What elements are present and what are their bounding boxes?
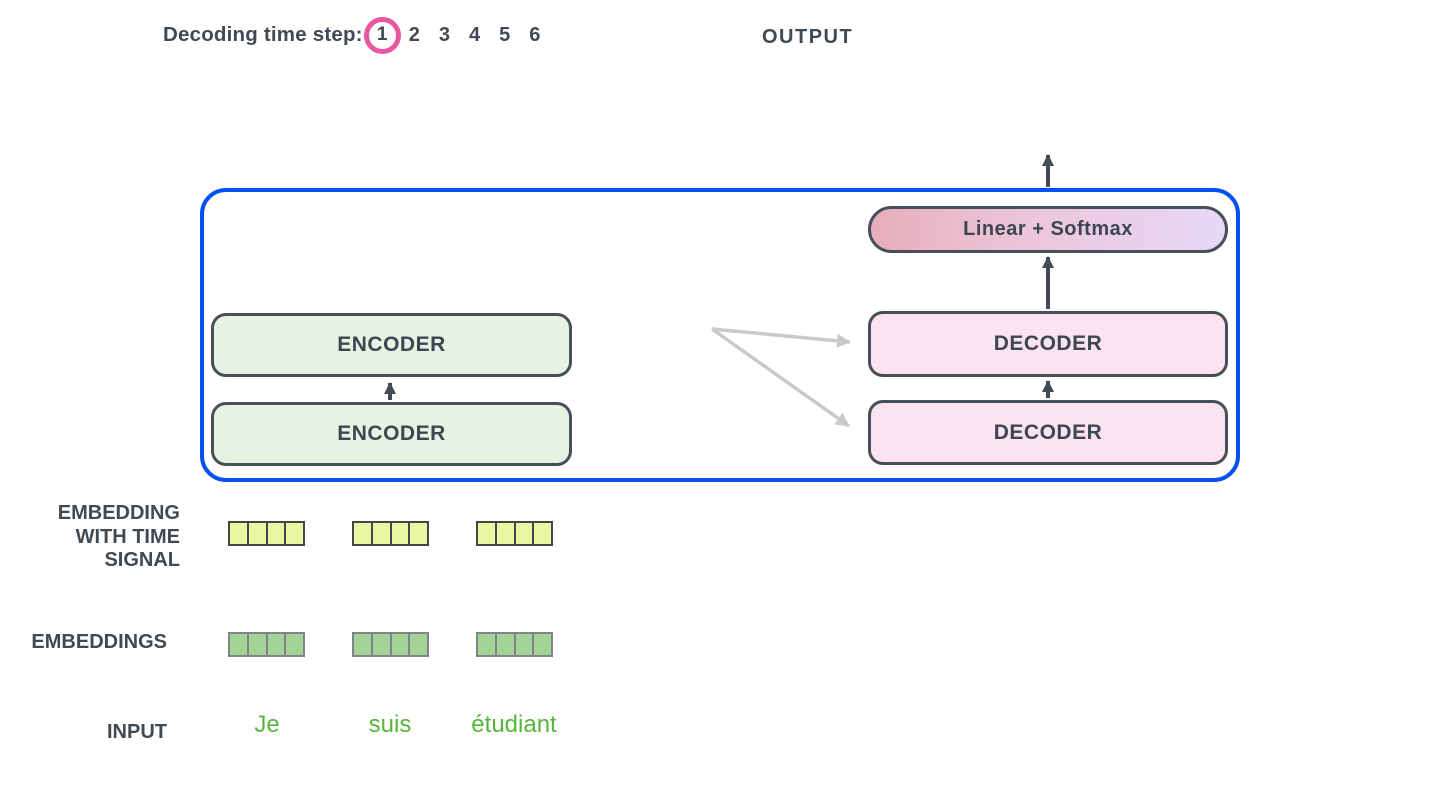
embedding-cell <box>391 523 411 544</box>
embedding-time-line-1: EMBEDDING <box>57 502 180 524</box>
decoding-time-step-label: Decoding time step: <box>163 23 363 46</box>
step-4[interactable]: 4 <box>468 23 481 46</box>
embeddings-label: EMBEDDINGS <box>31 631 167 653</box>
step-5[interactable]: 5 <box>499 23 511 46</box>
step-list: 2 3 4 5 6 <box>409 24 541 47</box>
embedding-cell <box>354 634 373 655</box>
embedding-time-line-2: WITH TIME <box>75 525 180 548</box>
embedding-cell <box>248 523 268 544</box>
embedding-cell <box>515 523 535 544</box>
encoder-box-bottom-label: ENCODER <box>337 422 446 445</box>
input-token-suis: suis <box>368 711 412 738</box>
embedding-cell <box>354 523 373 544</box>
decoder-box-bottom: DECODER <box>868 400 1228 465</box>
step-6[interactable]: 6 <box>529 23 541 46</box>
embedding-vector-3 <box>476 632 553 657</box>
time-signal-vector-2 <box>352 521 429 546</box>
embedding-vector-1 <box>228 632 305 657</box>
encoder-box-bottom: ENCODER <box>211 402 572 466</box>
embedding-cell <box>496 523 516 544</box>
embedding-cell <box>515 634 535 655</box>
linear-softmax-box: Linear + Softmax <box>868 206 1228 253</box>
decoder-box-top-label: DECODER <box>993 332 1103 355</box>
embedding-cell <box>534 634 551 655</box>
step-2[interactable]: 2 <box>408 23 420 46</box>
input-label: INPUT <box>107 721 167 743</box>
embedding-cell <box>410 634 427 655</box>
embedding-cell <box>372 634 392 655</box>
embedding-cell <box>496 634 516 655</box>
embedding-time-line-3: SIGNAL <box>104 549 180 571</box>
embedding-cell <box>534 523 551 544</box>
transformer-container <box>200 188 1240 482</box>
embedding-cell <box>286 523 303 544</box>
embedding-cell <box>478 634 497 655</box>
input-token-je: Je <box>254 711 280 738</box>
linear-softmax-label: Linear + Softmax <box>963 218 1133 240</box>
embedding-cell <box>410 523 427 544</box>
embedding-cell <box>372 523 392 544</box>
decoder-box-top: DECODER <box>868 311 1228 377</box>
embedding-cell <box>391 634 411 655</box>
output-label: OUTPUT <box>762 26 854 48</box>
decoding-time-step-control: Decoding time step: 1 2 3 4 5 6 <box>163 16 540 54</box>
embedding-cell <box>230 634 249 655</box>
embedding-cell <box>478 523 497 544</box>
embedding-cell <box>230 523 249 544</box>
step-3[interactable]: 3 <box>438 23 450 46</box>
input-token-etudiant: étudiant <box>471 711 557 738</box>
embedding-with-time-signal-label: EMBEDDING WITH TIME SIGNAL <box>58 502 180 573</box>
encoder-box-top: ENCODER <box>211 313 572 377</box>
embedding-cell <box>286 634 303 655</box>
time-signal-vector-1 <box>228 521 305 546</box>
embedding-cell <box>267 634 287 655</box>
embedding-cell <box>267 523 287 544</box>
step-1-active[interactable]: 1 <box>363 16 401 54</box>
embedding-cell <box>248 634 268 655</box>
embedding-vector-2 <box>352 632 429 657</box>
encoder-box-top-label: ENCODER <box>337 333 446 356</box>
decoder-box-bottom-label: DECODER <box>993 420 1103 444</box>
time-signal-vector-3 <box>476 521 553 546</box>
